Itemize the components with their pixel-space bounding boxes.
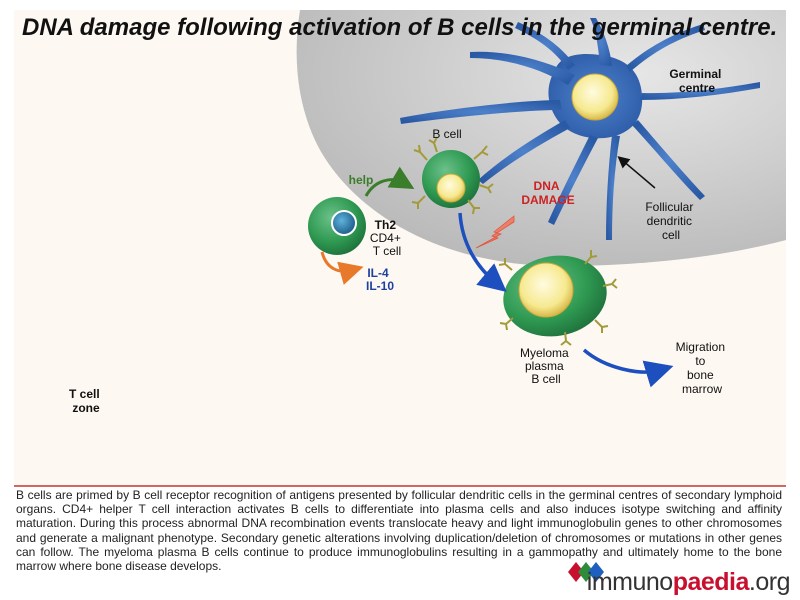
germinal-centre-label: Germinal centre [669,67,724,95]
b-cell-nucleus [436,173,466,203]
myeloma-plasma-cell [503,255,607,337]
follicular-dendritic-cell [400,18,760,240]
diagram-title: DNA damage following activation of B cel… [22,14,778,41]
th2-t-cell [308,197,366,255]
diagram-canvas: Germinal centre B cell help DNA DAMAGE F… [14,10,786,487]
help-label: help [349,173,374,187]
follicular-dendritic-nucleus [571,73,619,121]
immunopaedia-logo: immunopaedia.org [560,562,791,598]
follicular-pointer-arrow [617,156,656,189]
logo-wordmark: immunopaedia.org [586,568,791,597]
il4-label: IL-4 [367,266,389,280]
logo-mark-icon [568,562,604,582]
b-cell-receptors [411,136,494,215]
dna-damage-label: DNA DAMAGE [521,179,574,207]
b-cell [422,150,480,208]
il10-label: IL-10 [366,279,394,293]
myeloma-label: Myeloma plasma B cell [520,346,572,386]
th2-nucleus [331,210,357,236]
logo-prefix: immuno [586,568,673,596]
lightning-bolt-icon [475,215,515,249]
logo-suffix: .org [748,568,791,596]
t-cell-zone-label: T cell zone [69,387,103,415]
help-arrow [364,166,415,197]
differentiation-arrow [458,212,507,292]
b-cell-label: B cell [432,127,461,141]
th2-label: Th2 CD4+ T cell [370,218,404,258]
myeloma-nucleus [518,262,574,318]
interleukin-arrow [320,251,364,285]
follicular-dendritic-label: Follicular dendritic cell [645,200,696,242]
migration-label: Migration to bone marrow [676,340,729,396]
caption-text: B cells are primed by B cell receptor re… [16,488,782,574]
migration-arrow [582,348,674,388]
logo-highlight: paedia [672,568,750,596]
